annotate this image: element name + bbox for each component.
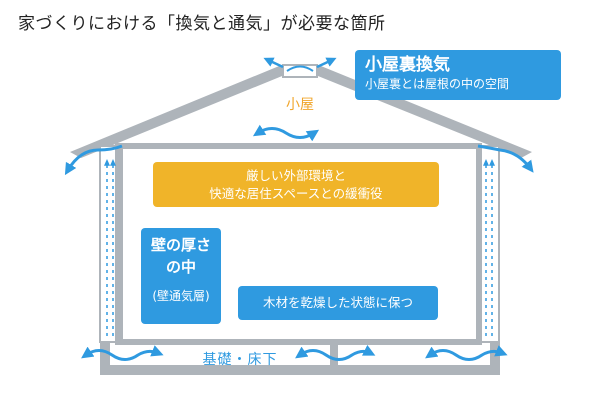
buffer-role-callout: 厳しい外部環境と 快適な居住スペースとの緩衝役 [153, 162, 439, 207]
airflow-arrow-icon [252, 124, 320, 142]
wall-line-1: 壁の厚さ [150, 236, 211, 254]
page-title: 家づくりにおける「換気と通気」が必要な箇所 [18, 14, 386, 34]
foundation [100, 342, 500, 375]
airflow-arrow-icon [295, 344, 376, 361]
attic-ventilation-subtitle: 小屋裏とは屋根の中の空間 [365, 77, 510, 91]
airflow-arrow-icon [81, 345, 164, 361]
wall-updraft-arrow-icon [104, 159, 495, 336]
attic-ventilation-callout: 小屋裏換気 小屋裏とは屋根の中の空間 [355, 50, 561, 100]
airflow-arrow-icon [64, 144, 123, 176]
interior-frame [115, 143, 482, 345]
buffer-line-1: 厳しい外部環境と [245, 168, 346, 183]
attic-label: 小屋 [286, 97, 314, 113]
ridge-vent-icon [263, 57, 337, 78]
airflow-arrow-icon [477, 144, 534, 173]
foundation-underfloor-label: 基礎・床下 [202, 352, 278, 368]
wall-line-2: の中 [165, 258, 196, 276]
keep-wood-dry-callout: 木材を乾燥した状態に保つ [238, 286, 438, 320]
wall-cavity-callout: 壁の厚さ の中 (壁通気層) [141, 228, 221, 324]
airflow-arrow-icon [425, 345, 508, 361]
attic-ventilation-title: 小屋裏換気 [365, 55, 450, 75]
buffer-line-2: 快適な居住スペースとの緩衝役 [209, 186, 383, 201]
wall-line-3: (壁通気層) [152, 289, 210, 303]
